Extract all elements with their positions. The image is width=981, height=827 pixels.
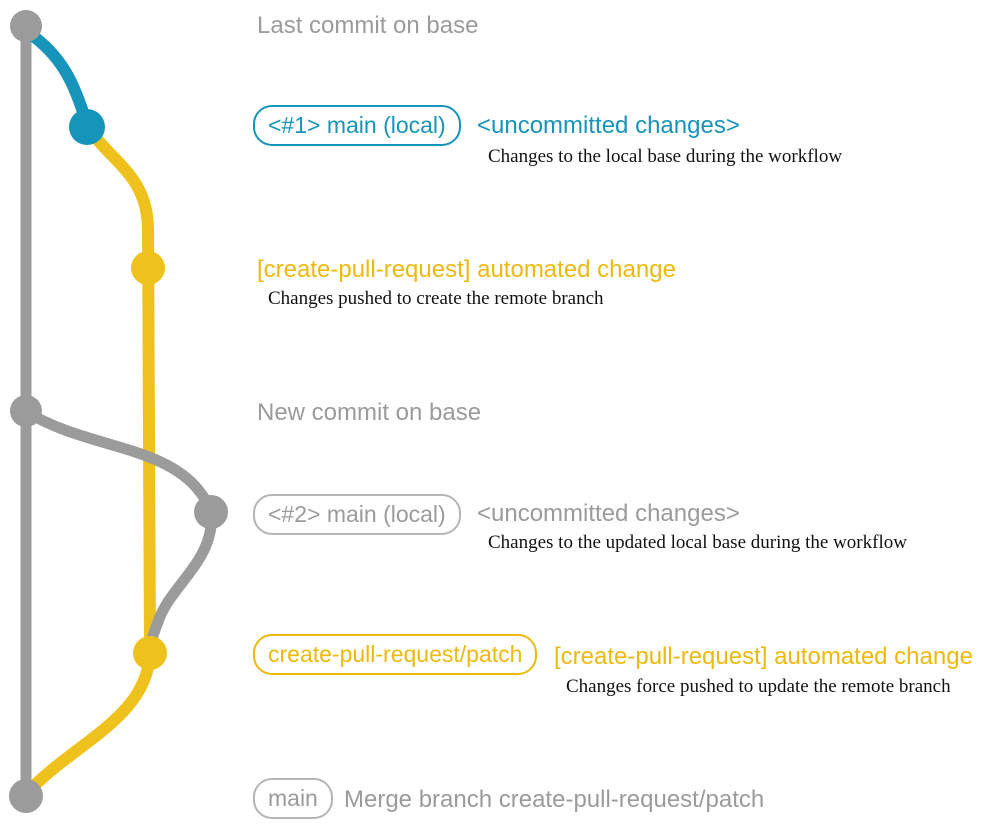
label-main-local-1: <#1> main (local) xyxy=(253,105,461,146)
heading-automated-2: [create-pull-request] automated change xyxy=(554,643,973,670)
annotation-merge-commit: Merge branch create-pull-request/patch xyxy=(344,786,765,813)
label-branch-patch: create-pull-request/patch xyxy=(253,634,538,675)
label-main: main xyxy=(253,778,333,819)
commit-dot-local-main-1 xyxy=(69,109,105,145)
description-updated-local-base: Changes to the updated local base during… xyxy=(488,532,907,553)
heading-uncommitted-1: <uncommitted changes> xyxy=(477,112,740,139)
description-local-base: Changes to the local base during the wor… xyxy=(488,146,843,167)
commit-dot-merge xyxy=(9,779,43,813)
local-main-1-curve xyxy=(23,27,93,131)
label-main-local-2: <#2> main (local) xyxy=(253,494,461,535)
commit-dot-local-main-2 xyxy=(194,495,228,529)
annotation-last-commit: Last commit on base xyxy=(257,12,479,39)
merge-curve xyxy=(22,647,156,798)
description-pushed-create: Changes pushed to create the remote bran… xyxy=(268,288,604,309)
commit-dot-new-base xyxy=(10,395,42,427)
commit-dot-last-base xyxy=(10,10,42,42)
pull-request-branch-line xyxy=(82,122,156,652)
description-force-pushed: Changes force pushed to update the remot… xyxy=(566,676,951,697)
heading-uncommitted-2: <uncommitted changes> xyxy=(477,500,740,527)
commit-dot-automated-change-2 xyxy=(133,636,167,670)
rebase-curve xyxy=(144,506,217,659)
annotation-new-commit: New commit on base xyxy=(257,399,482,426)
heading-automated-1: [create-pull-request] automated change xyxy=(257,256,676,283)
commit-dot-automated-change-1 xyxy=(131,251,165,285)
local-main-2-curve xyxy=(21,406,217,518)
commit-graph xyxy=(9,10,228,813)
